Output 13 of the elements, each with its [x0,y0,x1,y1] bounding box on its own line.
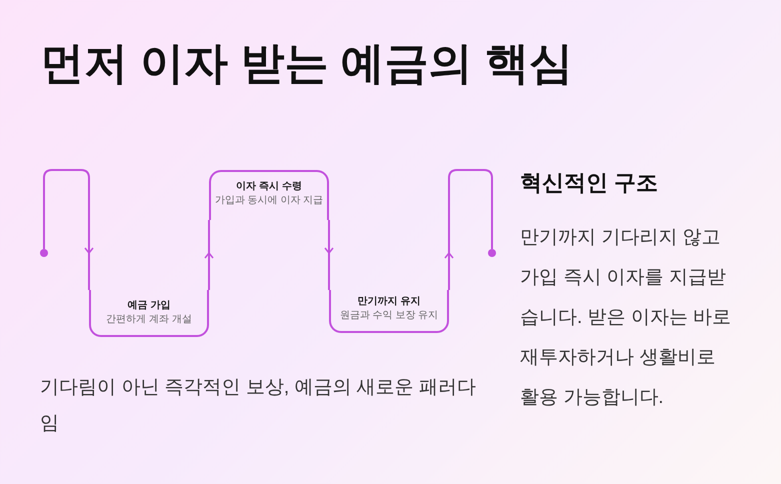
subtitle: 기다림이 아닌 즉각적인 보상, 예금의 새로운 패러다임 [40,376,477,436]
step-description: 원금과 수익 보장 유지 [340,309,438,323]
step-title: 이자 즉시 수령 [236,180,302,194]
step-box [89,290,209,337]
step-description: 간편하게 계좌 개설 [106,313,192,327]
step-title: 만기까지 유지 [358,295,420,309]
step-box [329,290,449,333]
step-description: 가입과 동시에 이자 지급 [214,194,324,208]
step-title: 예금 가입 [128,299,170,313]
step-box [209,170,329,220]
title: 먼저 이자 받는 예금의 핵심 [40,38,573,90]
section-heading: 혁신적인 구조 [520,169,658,197]
section-body: 만기까지 기다리지 않고 가입 즉시 이자를 지급받습니다. 받은 이자는 바로 재투자하거나 생활비로 활용 가능합니다. [520,226,732,410]
